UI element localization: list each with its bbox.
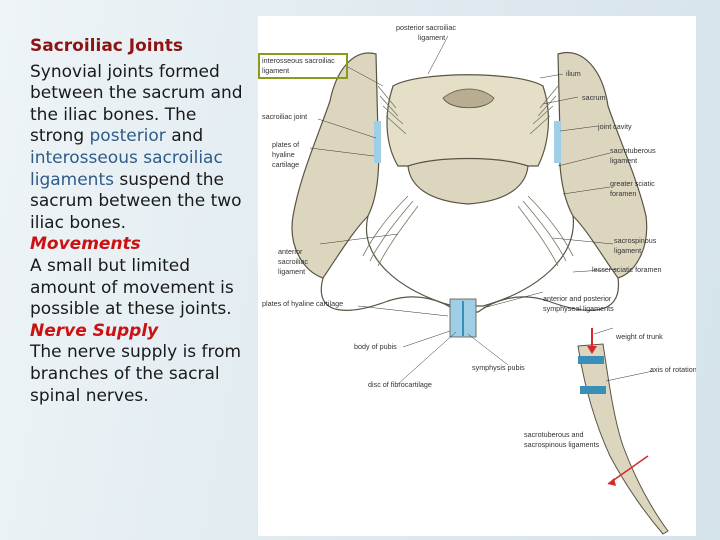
right-si-cartilage bbox=[554, 121, 561, 163]
movements-line: amount of movement is bbox=[30, 277, 234, 298]
movements-line: possible at these joints. bbox=[30, 299, 232, 320]
label-sacrotub-sacrospin-2: sacrospinous ligaments bbox=[524, 440, 600, 449]
label-greater-sciatic-1: greater sciatic bbox=[610, 179, 655, 188]
label-plates-2: hyaline bbox=[272, 150, 295, 159]
sacrospinous-ligaments bbox=[362, 195, 574, 267]
slide-title: Sacroiliac Joints bbox=[30, 36, 183, 56]
label-ilium: ilium bbox=[566, 69, 581, 78]
label-sacroiliac-joint: sacroiliac joint bbox=[262, 112, 307, 121]
left-ilium bbox=[291, 52, 380, 279]
label-sacrospinous-1: sacrospinous bbox=[614, 236, 657, 245]
body-text: suspend the bbox=[113, 169, 224, 190]
label-sacrotuberous-2: ligament bbox=[610, 156, 637, 165]
rotation-arrow bbox=[607, 455, 649, 485]
label-interosseous-1: interosseous sacroiliac bbox=[262, 56, 335, 65]
label-anterior-si-2: sacroiliac bbox=[278, 257, 308, 266]
label-sacrum: sacrum bbox=[582, 93, 606, 102]
label-sacrospinous-2: ligament bbox=[614, 246, 641, 255]
label-joint-cavity: joint cavity bbox=[597, 122, 632, 131]
body-text: and bbox=[165, 126, 204, 147]
label-plates-hyaline-2: plates of hyaline cartilage bbox=[262, 299, 343, 308]
heading-nerve-supply: Nerve Supply bbox=[30, 320, 159, 341]
label-axis-rotation: axis of rotation bbox=[650, 365, 696, 374]
label-body-pubis: body of pubis bbox=[354, 342, 397, 351]
label-lesser-sciatic: lesser sciatic foramen bbox=[592, 265, 662, 274]
label-anterior-si-3: ligament bbox=[278, 267, 305, 276]
body-line: the iliac bones. The bbox=[30, 104, 197, 125]
highlight-box bbox=[258, 53, 348, 79]
label-sacrotuberous-1: sacrotuberous bbox=[610, 146, 656, 155]
sacrum bbox=[386, 74, 550, 167]
label-symphyseal-2: symphyseal ligaments bbox=[543, 304, 614, 313]
posterior-ligaments bbox=[377, 85, 559, 135]
label-anterior-si-1: anterior bbox=[278, 247, 303, 256]
term-ligaments: ligaments bbox=[30, 169, 114, 190]
label-symphysis-pubis: symphysis pubis bbox=[472, 363, 525, 372]
term-posterior: posterior bbox=[89, 126, 166, 147]
movements-line: A small but limited bbox=[30, 255, 190, 276]
body-line: between the sacrum and bbox=[30, 83, 243, 104]
body-line: Synovial joints formed bbox=[30, 61, 220, 82]
label-disc: disc of fibrocartilage bbox=[368, 380, 432, 389]
body-line: sacrum between the two bbox=[30, 191, 242, 212]
leader-lines bbox=[309, 35, 654, 385]
body-text: strong bbox=[30, 126, 90, 147]
left-si-cartilage bbox=[374, 121, 381, 163]
label-plates-1: plates of bbox=[272, 140, 299, 149]
label-interosseous-2: ligament bbox=[262, 66, 289, 75]
heading-movements: Movements bbox=[30, 234, 141, 255]
label-posterior-sacroiliac-2: ligament bbox=[418, 33, 445, 42]
right-ilium bbox=[557, 51, 648, 279]
nerve-line: The nerve supply is from bbox=[30, 342, 242, 363]
label-plates-3: cartilage bbox=[272, 160, 299, 169]
label-posterior-sacroiliac-1: posterior sacroiliac bbox=[396, 23, 456, 32]
label-symphyseal-1: anterior and posterior bbox=[543, 294, 612, 303]
label-weight-trunk: weight of trunk bbox=[615, 332, 663, 341]
body-line: iliac bones. bbox=[30, 212, 127, 233]
text-panel: Sacroiliac Joints Synovial joints formed… bbox=[30, 36, 262, 407]
body-line: strong posterior and bbox=[30, 126, 262, 148]
label-sacrotub-sacrospin-1: sacrotuberous and bbox=[524, 430, 584, 439]
body-line: ligaments suspend the bbox=[30, 170, 262, 192]
pelvis-illustration: posterior sacroiliac ligament interosseo… bbox=[262, 23, 696, 535]
nerve-line: branches of the sacral bbox=[30, 363, 220, 384]
term-interosseous: interosseous sacroiliac bbox=[30, 147, 223, 168]
pelvis-figure: posterior sacroiliac ligament interosseo… bbox=[258, 16, 696, 536]
label-greater-sciatic-2: foramen bbox=[610, 189, 636, 198]
nerve-line: spinal nerves. bbox=[30, 385, 149, 406]
